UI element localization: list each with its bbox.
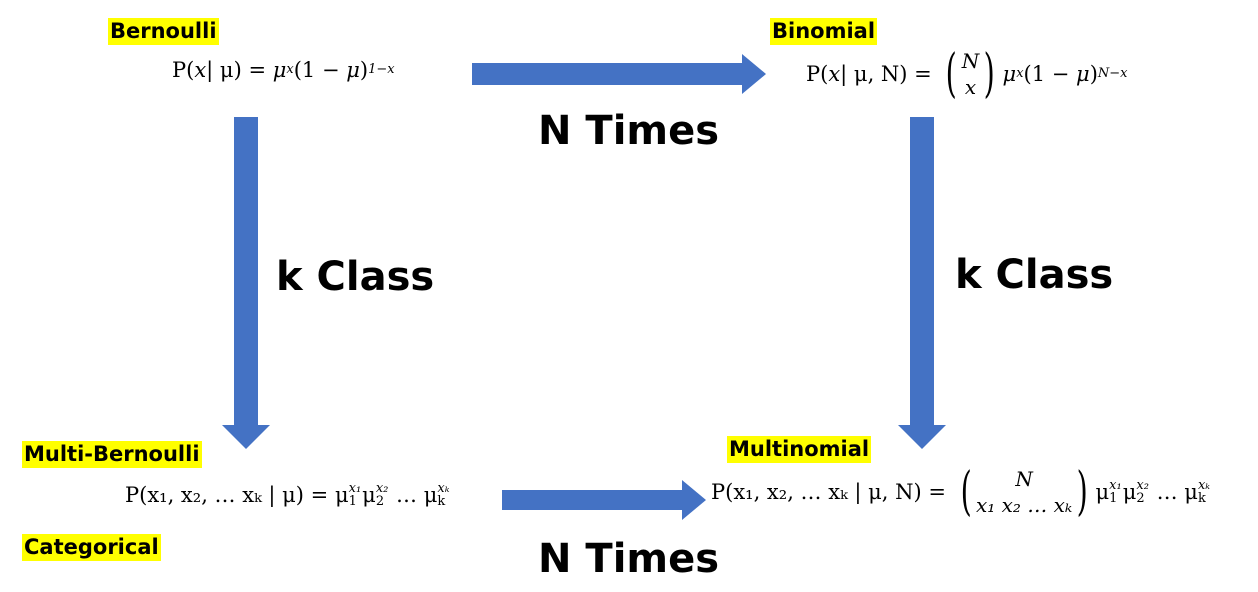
top-edge-label: N Times — [538, 108, 720, 154]
bernoulli-label: Bernoulli — [108, 18, 219, 45]
multi-bernoulli-label: Multi-Bernoulli — [22, 441, 202, 468]
bottom-edge-label: N Times — [538, 536, 720, 582]
categorical-label: Categorical — [22, 534, 161, 561]
left-edge-label: k Class — [276, 254, 435, 300]
top-right-arrow-icon — [472, 54, 766, 94]
right-down-arrow-icon — [898, 117, 946, 449]
right-edge-label: k Class — [955, 252, 1114, 298]
binomial-label: Binomial — [770, 18, 878, 45]
multinomial-label: Multinomial — [727, 436, 872, 463]
left-down-arrow-icon — [222, 117, 270, 449]
bottom-right-arrow-icon — [502, 480, 706, 520]
